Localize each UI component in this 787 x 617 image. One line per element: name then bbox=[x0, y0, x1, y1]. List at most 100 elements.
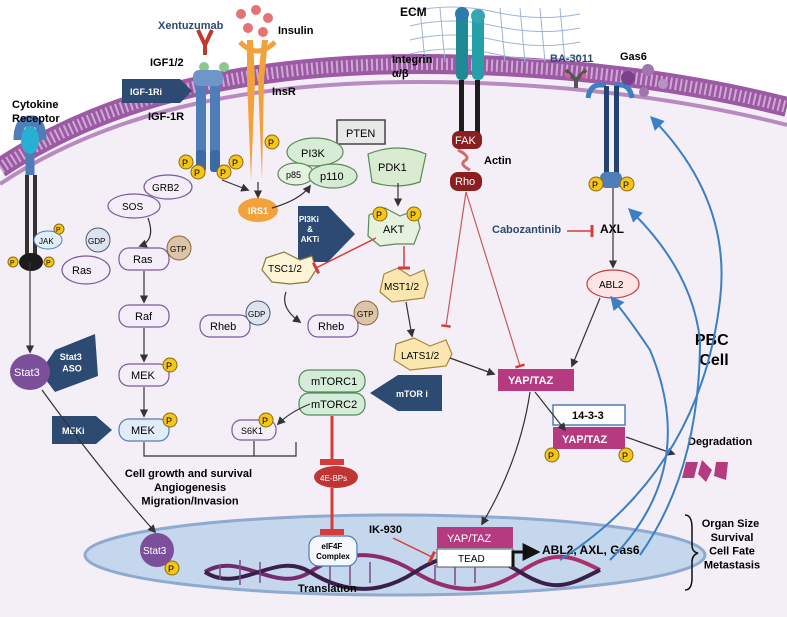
cytokine-receptor-dimer bbox=[19, 253, 43, 271]
outcomes-brace bbox=[684, 514, 699, 591]
p-badge: P bbox=[190, 164, 206, 180]
svg-text:P: P bbox=[262, 416, 268, 426]
mst12-node bbox=[379, 267, 429, 303]
igf1r-receptor bbox=[193, 70, 223, 172]
svg-text:P: P bbox=[46, 260, 51, 267]
ba3011-label: BA-3011 bbox=[550, 53, 593, 65]
label-line: Complex bbox=[316, 552, 350, 561]
svg-text:P: P bbox=[376, 210, 382, 220]
pi3ki-akti-label: PI3Ki &AKTi bbox=[299, 215, 321, 244]
pten-label: PTEN bbox=[346, 128, 375, 140]
insr-label: InsR bbox=[272, 86, 296, 98]
p-badge: P bbox=[178, 154, 194, 170]
label-line: Migration/Invasion bbox=[141, 496, 238, 508]
gdp-label-2: GDP bbox=[248, 310, 265, 319]
s6k1-label: S6K1 bbox=[241, 426, 263, 436]
svg-text:P: P bbox=[56, 227, 61, 234]
rheb-gtp-label: Rheb bbox=[318, 321, 344, 333]
rheb-gdp-label: Rheb bbox=[210, 321, 236, 333]
translation-label: Translation bbox=[298, 583, 357, 595]
axl-receptor bbox=[585, 82, 635, 188]
axl-label: AXL bbox=[600, 222, 624, 236]
p-badge: P bbox=[544, 447, 560, 463]
tsc12-label: TSC1/2 bbox=[268, 264, 302, 275]
grb2-node bbox=[143, 174, 193, 200]
insr-receptor bbox=[238, 40, 277, 180]
rho-node bbox=[450, 172, 482, 191]
eif4f-label: eIF4F Complex bbox=[316, 542, 350, 561]
yaptaz-node bbox=[498, 369, 574, 391]
fak-node bbox=[452, 131, 482, 149]
transcription-arrow bbox=[511, 543, 541, 567]
pdk1-label: PDK1 bbox=[378, 162, 407, 174]
sos-node bbox=[107, 193, 161, 219]
stat3-aso-label: Stat3 ASO bbox=[60, 352, 85, 373]
protein-1433-label: 14-3-3 bbox=[572, 410, 604, 422]
p-badge: P bbox=[228, 154, 244, 170]
cabozantinib-label: Cabozantinib bbox=[492, 224, 561, 236]
degradation-label: Degradation bbox=[688, 436, 752, 448]
p-badge: P bbox=[619, 176, 635, 192]
eif4f-node bbox=[308, 535, 358, 567]
gas6-label: Gas6 bbox=[620, 51, 647, 63]
ik930-label: IK-930 bbox=[369, 524, 402, 536]
label-line: Metastasis bbox=[704, 559, 760, 571]
nuclear-yaptaz-node bbox=[437, 527, 513, 548]
svg-text:P: P bbox=[166, 361, 172, 371]
p110-node bbox=[308, 163, 358, 189]
cytoplasm bbox=[0, 72, 787, 617]
nuclear-stat3-node bbox=[140, 533, 174, 567]
gdp-label-1: GDP bbox=[88, 237, 105, 246]
p-badge: P bbox=[588, 176, 604, 192]
p-badge: P bbox=[7, 256, 19, 268]
meki-label: MEKi bbox=[62, 426, 85, 436]
mst12-label: MST1/2 bbox=[384, 282, 419, 293]
integrin-label: Integrin α/β bbox=[392, 54, 435, 80]
svg-text:P: P bbox=[10, 260, 15, 267]
label-line: Survival bbox=[711, 532, 754, 544]
feedback-arrows bbox=[559, 115, 723, 561]
label-line: Cell bbox=[699, 352, 728, 369]
igf12-label: IGF1/2 bbox=[150, 57, 184, 69]
svg-text:P: P bbox=[548, 451, 554, 461]
igf1ri-label: IGF-1Ri bbox=[130, 87, 162, 97]
cytokine-receptor-label: Cytokine Receptor bbox=[12, 99, 62, 125]
p-badge: P bbox=[618, 447, 634, 463]
cytokine-receptor bbox=[13, 115, 47, 255]
sos-label: SOS bbox=[122, 202, 143, 213]
mtorc2-node bbox=[298, 392, 366, 416]
pi3k-label: PI3K bbox=[301, 148, 326, 160]
abl2-label: ABL2 bbox=[599, 280, 624, 291]
ras-gtp-node bbox=[118, 247, 170, 271]
irs1-label: IRS1 bbox=[248, 206, 268, 216]
lats12-node bbox=[393, 337, 453, 371]
gtp-label-2: GTP bbox=[357, 310, 373, 319]
p-badge: P bbox=[372, 206, 388, 222]
p-badge: P bbox=[264, 134, 280, 150]
label-line: Cell Fate bbox=[709, 546, 755, 558]
irs1-node bbox=[238, 198, 278, 222]
svg-text:P: P bbox=[168, 564, 174, 574]
gdp-badge-1 bbox=[85, 227, 111, 253]
xentuzumab-antibody-icon bbox=[196, 29, 214, 55]
rheb-gtp-node bbox=[307, 314, 359, 338]
jak-label: JAK bbox=[39, 237, 54, 246]
actin-filament-icon bbox=[457, 148, 471, 172]
grb2-label: GRB2 bbox=[152, 183, 180, 194]
ba3011-antibody-icon bbox=[564, 68, 588, 88]
stat3-label: Stat3 bbox=[14, 367, 40, 379]
mtorc1-label: mTORC1 bbox=[311, 376, 357, 388]
nuclear-stat3-label: Stat3 bbox=[143, 546, 167, 557]
svg-text:P: P bbox=[194, 168, 200, 178]
actin-label: Actin bbox=[484, 155, 512, 167]
targets-label: ABL2, AXL, Gas6 bbox=[542, 543, 640, 557]
igf1r-label: IGF-1R bbox=[148, 111, 184, 123]
ras-gtp-label: Ras bbox=[133, 254, 153, 266]
fourebps-node bbox=[314, 466, 358, 488]
label-line: Angiogenesis bbox=[154, 482, 226, 494]
p-badge: P bbox=[53, 223, 65, 235]
fourebps-label: 4E-BPs bbox=[320, 474, 347, 483]
svg-text:P: P bbox=[268, 138, 274, 148]
